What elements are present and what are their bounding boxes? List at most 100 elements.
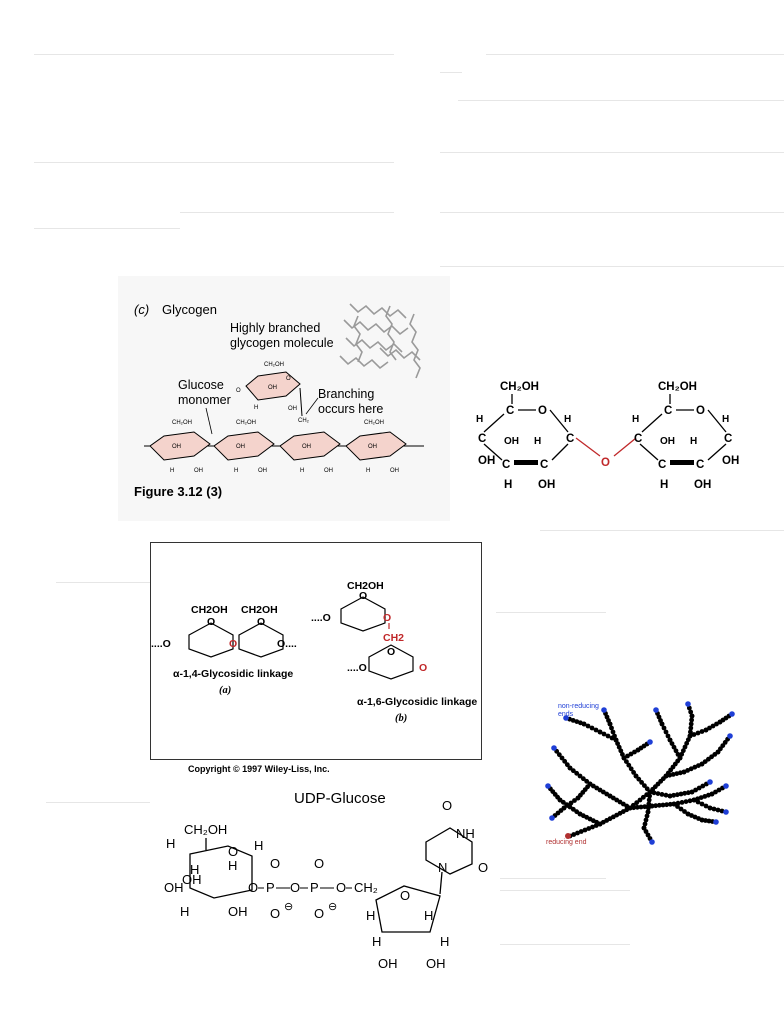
svg-text:O: O bbox=[478, 860, 488, 875]
glucose-bead bbox=[572, 798, 577, 803]
svg-text:H: H bbox=[254, 838, 263, 853]
glucose-bead bbox=[665, 733, 671, 739]
glucose-bead bbox=[568, 800, 574, 806]
glucose-bead bbox=[620, 752, 625, 757]
glucose-bead bbox=[645, 832, 651, 838]
non-reducing-label-line2: ends bbox=[558, 711, 574, 718]
glucose-bead bbox=[634, 804, 640, 810]
svg-text:⊖: ⊖ bbox=[328, 901, 337, 913]
svg-text:OH: OH bbox=[182, 872, 202, 887]
non-reducing-end-dot bbox=[723, 783, 729, 789]
glucose-bead bbox=[699, 729, 705, 734]
glucose-bead bbox=[695, 799, 701, 805]
glucose-bead bbox=[642, 804, 648, 810]
glucose-bead bbox=[559, 755, 565, 761]
svg-text:O: O bbox=[336, 880, 346, 895]
svg-text:OH: OH bbox=[164, 880, 184, 895]
svg-text:CH₂OH: CH₂OH bbox=[500, 381, 539, 393]
glucose-bead bbox=[678, 791, 684, 797]
monomer-pointer bbox=[205, 407, 213, 435]
svg-text:C: C bbox=[696, 459, 704, 471]
svg-text:H: H bbox=[534, 436, 541, 447]
glucose-bead bbox=[689, 713, 695, 719]
glucose-bead bbox=[689, 717, 694, 723]
svg-text:O: O bbox=[257, 616, 265, 628]
glucose-bead bbox=[567, 765, 573, 771]
glucose-bead bbox=[645, 809, 651, 815]
glucose-bead bbox=[659, 792, 665, 797]
svg-text:OH: OH bbox=[268, 385, 277, 391]
alpha14-oxygen: O bbox=[229, 638, 237, 650]
glucose-bead bbox=[674, 771, 680, 776]
glucose-bead bbox=[640, 794, 646, 800]
glucose-bead bbox=[633, 773, 639, 779]
divider-line bbox=[180, 212, 394, 213]
glucose-bead bbox=[691, 797, 697, 803]
svg-text:H: H bbox=[254, 405, 258, 411]
svg-text:O: O bbox=[314, 906, 324, 921]
glucose-bead bbox=[578, 720, 583, 726]
glucose-bead bbox=[674, 792, 680, 798]
glucose-bead bbox=[691, 732, 697, 737]
svg-text:OH: OH bbox=[302, 444, 311, 450]
glucose-bead bbox=[685, 737, 691, 743]
svg-text:CH₂OH: CH₂OH bbox=[364, 420, 384, 426]
glucose-bead bbox=[687, 798, 693, 804]
divider-line bbox=[500, 890, 630, 891]
divider-line bbox=[540, 530, 784, 531]
non-reducing-end-dot bbox=[713, 819, 719, 825]
glucose-bead bbox=[560, 799, 566, 805]
glucose-bead bbox=[609, 725, 614, 731]
svg-text:O: O bbox=[383, 612, 391, 624]
glucose-bead bbox=[669, 741, 675, 746]
label-a: (a) bbox=[219, 685, 231, 696]
svg-text:OH: OH bbox=[228, 904, 248, 919]
svg-text:CH₂OH: CH₂OH bbox=[236, 420, 256, 426]
svg-text:⊖: ⊖ bbox=[284, 901, 293, 913]
branch-tree-diagram: non-reducing ends reducing end bbox=[545, 701, 735, 846]
glucose-bead bbox=[624, 759, 629, 764]
glucose-bead bbox=[636, 776, 642, 782]
divider-line bbox=[34, 162, 394, 163]
glucose-bead bbox=[678, 770, 683, 776]
glucose-bead bbox=[631, 770, 636, 775]
glucose-bead bbox=[686, 705, 692, 711]
branch-glucose-ring: CH₂OH O OH H OH O bbox=[236, 362, 301, 412]
svg-text:H: H bbox=[690, 436, 697, 447]
non-reducing-end-dot bbox=[727, 733, 733, 739]
divider-line bbox=[34, 54, 394, 55]
svg-text:H: H bbox=[660, 479, 668, 491]
glucose-bead bbox=[719, 808, 725, 814]
non-reducing-end-dot bbox=[723, 809, 729, 815]
glucose-bead bbox=[683, 799, 689, 804]
svg-text:OH: OH bbox=[722, 455, 739, 467]
glucose-bead bbox=[670, 772, 676, 777]
svg-text:H: H bbox=[424, 908, 433, 923]
svg-text:H: H bbox=[166, 836, 175, 851]
glucose-bead bbox=[637, 797, 643, 803]
svg-text:OH: OH bbox=[378, 956, 398, 971]
glucose-bead bbox=[703, 727, 709, 733]
svg-text:C: C bbox=[724, 433, 732, 445]
glucose-bead bbox=[714, 721, 719, 727]
glucose-bead bbox=[713, 789, 718, 795]
glucose-bead bbox=[695, 730, 701, 736]
glucose-bead bbox=[644, 786, 650, 792]
chain-ring-2 bbox=[213, 431, 275, 461]
glucose-bead bbox=[675, 804, 680, 809]
glucose-bead bbox=[625, 753, 630, 759]
glucose-bead bbox=[632, 749, 637, 755]
glucose-bead bbox=[638, 804, 644, 810]
glucose-bead bbox=[688, 729, 693, 735]
svg-text:O: O bbox=[207, 616, 215, 628]
svg-text:H: H bbox=[228, 858, 237, 873]
svg-text:O....: O.... bbox=[277, 638, 297, 650]
glucose-bead bbox=[580, 776, 586, 782]
glucose-bead bbox=[605, 733, 611, 739]
glucose-bead bbox=[582, 827, 588, 833]
glucose-bead bbox=[685, 768, 690, 773]
glucose-bead bbox=[577, 773, 583, 779]
svg-text:....O: ....O bbox=[311, 612, 331, 624]
svg-text:O: O bbox=[538, 405, 547, 417]
glucose-bead bbox=[688, 709, 694, 715]
